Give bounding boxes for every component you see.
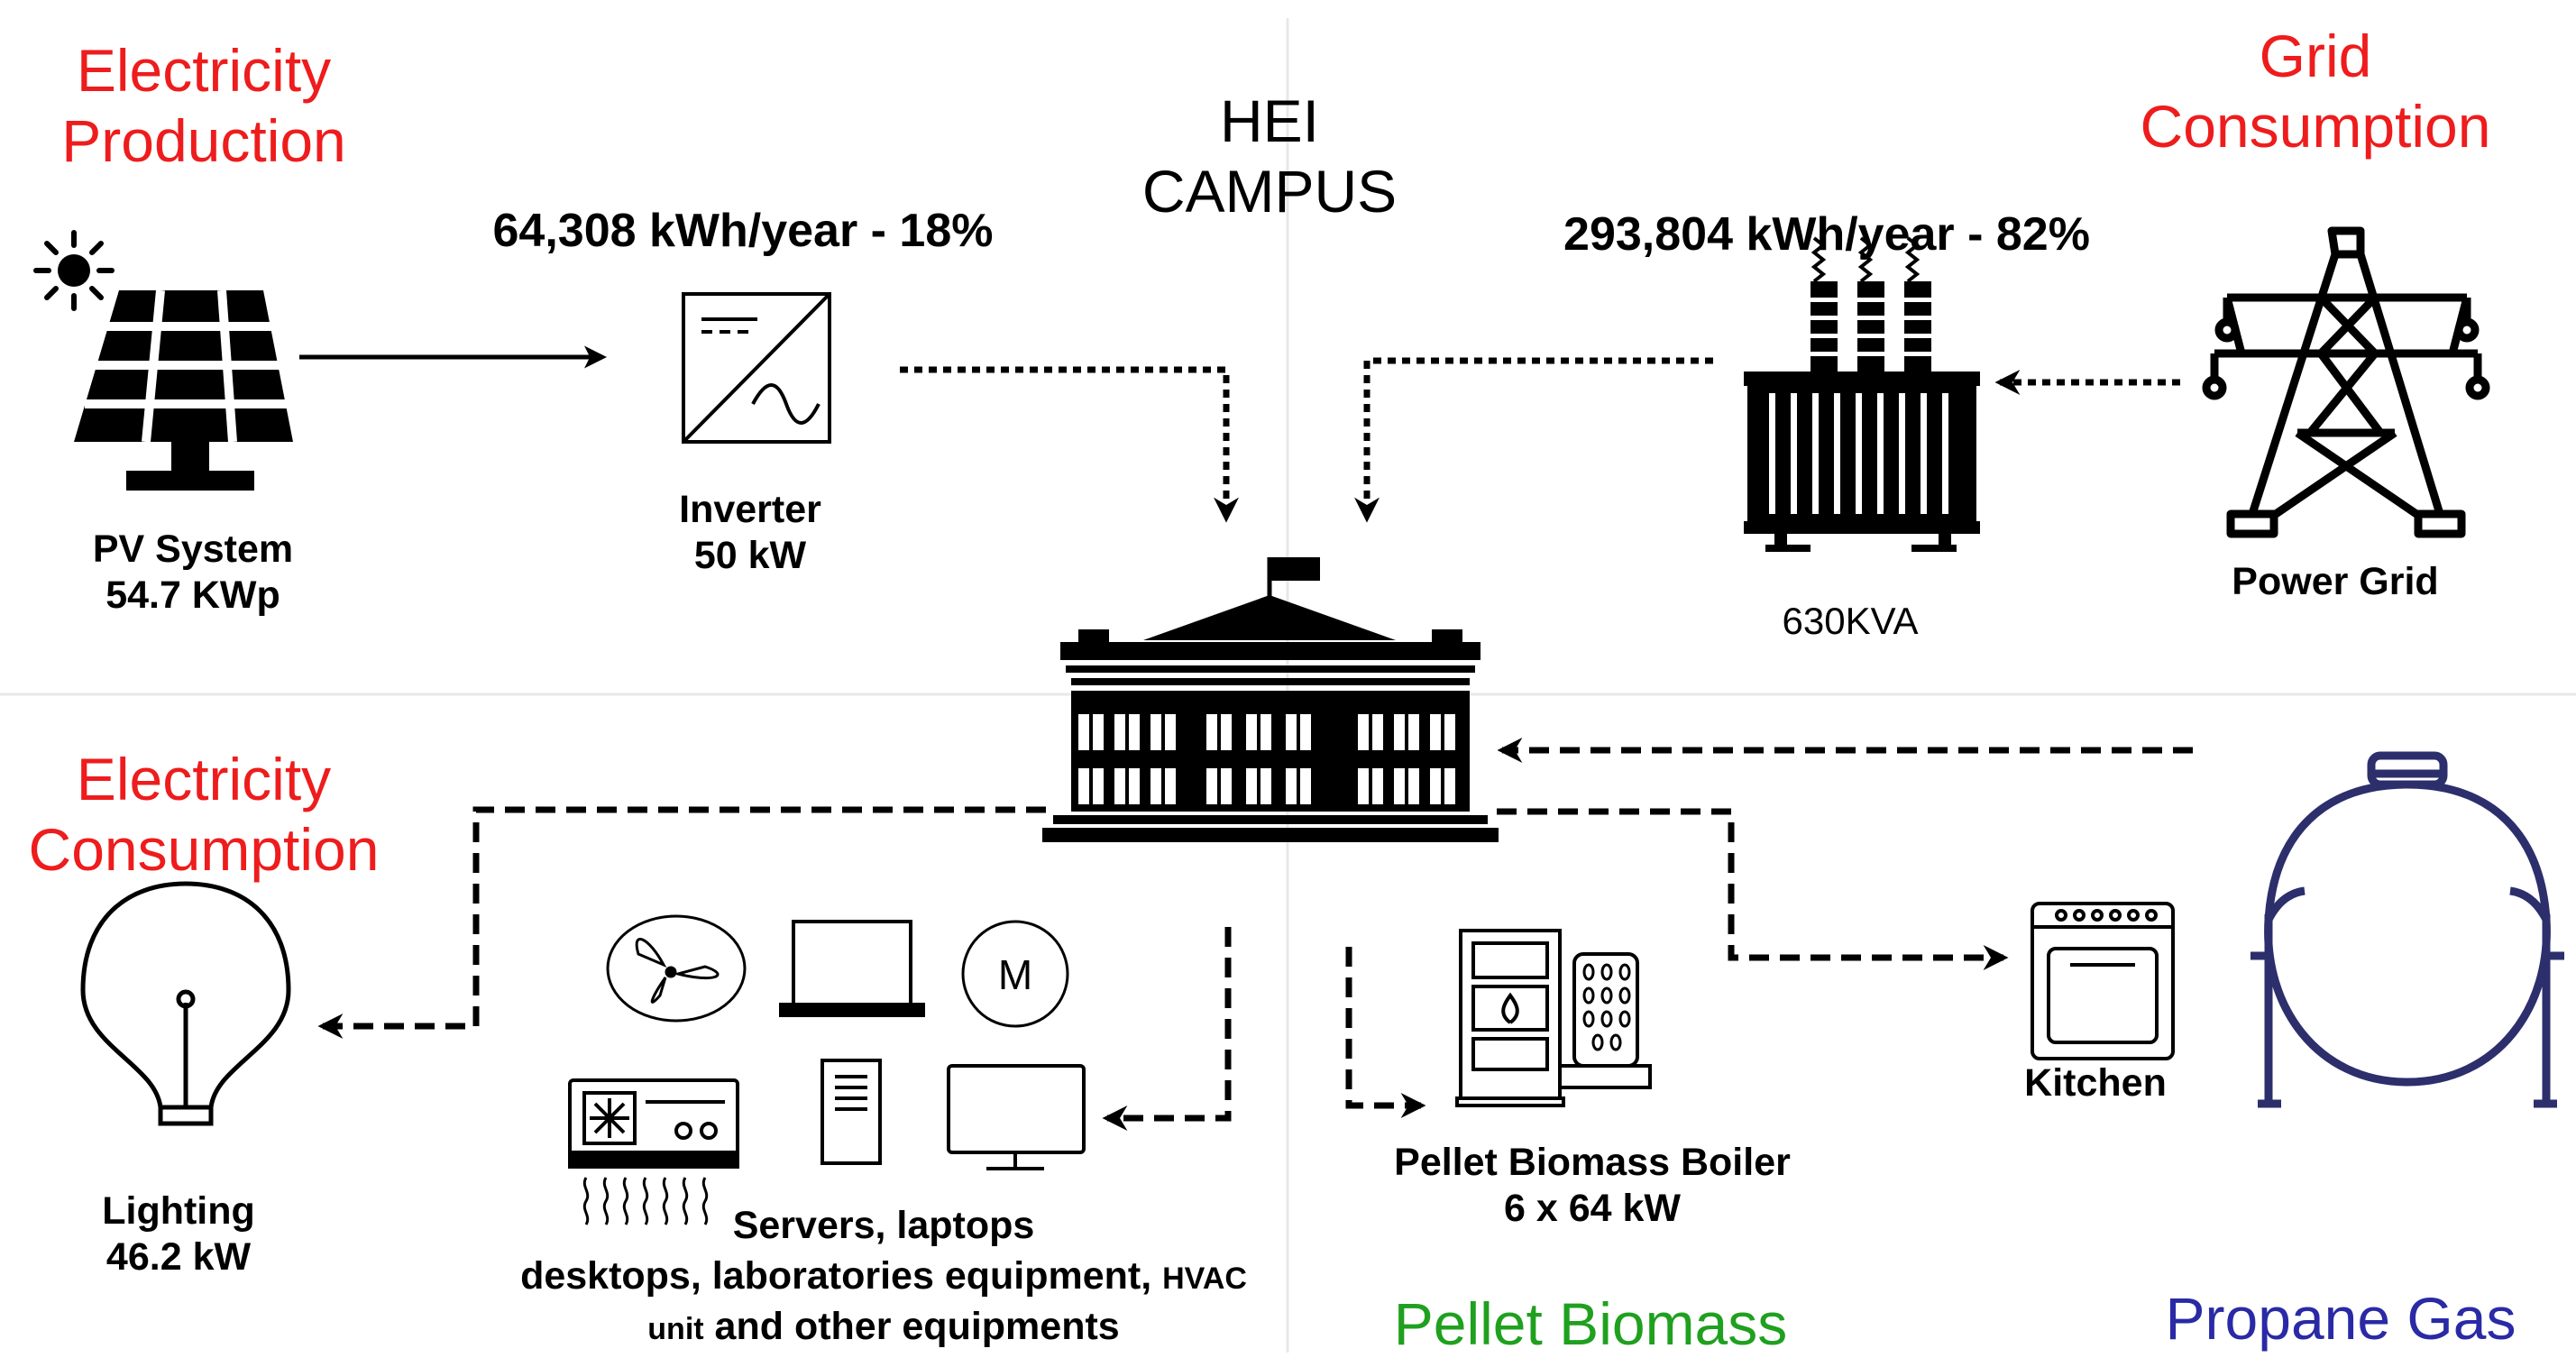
campus-to-kitchen-arrow <box>1497 808 2009 970</box>
grid-energy-share: 293,804 kWh/year - 82% <box>1563 208 2090 261</box>
boiler-label: Pellet Biomass Boiler 6 x 64 kW <box>1394 1140 1791 1231</box>
campus-to-equipment-arrow <box>1102 927 1232 1131</box>
equipment-label-line1: Servers, laptops <box>732 1204 1035 1247</box>
quadrant-title-grid-line1: Grid <box>2259 23 2372 89</box>
equipment-label: Servers, laptops desktops, laboratories … <box>520 1201 1247 1353</box>
campus-to-lighting-arrow <box>317 806 1046 1039</box>
propane-tank-icon <box>2251 751 2564 1108</box>
air-conditioner-icon <box>568 1078 739 1225</box>
power-grid-label: Power Grid <box>2232 560 2439 603</box>
solar-panel-icon <box>74 289 293 491</box>
transmission-tower-icon <box>2202 226 2490 538</box>
pv-system-label: PV System 54.7 KWp <box>93 527 293 618</box>
boiler-label-line2: 6 x 64 kW <box>1503 1186 1681 1230</box>
quadrant-title-propane: Propane Gas <box>2165 1285 2516 1352</box>
equipment-label-line2-main: desktops, laboratories equipment, <box>520 1253 1152 1298</box>
equipment-label-line3-unit: unit <box>647 1311 704 1346</box>
campus-title: HEI CAMPUS <box>1142 87 1397 227</box>
transformer-label: 630KVA <box>1782 600 1919 642</box>
lighting-label: Lighting 46.2 kW <box>102 1188 255 1280</box>
quadrant-title-production: Electricity Production <box>61 36 346 177</box>
transformer-icon <box>1744 236 1980 552</box>
pv-system-label-line2: 54.7 KWp <box>105 573 280 617</box>
quadrant-title-grid-line2: Consumption <box>2140 92 2491 160</box>
inverter-label: Inverter 50 kW <box>679 487 821 578</box>
quadrant-title-production-line2: Production <box>61 106 346 174</box>
inverter-label-line1: Inverter <box>679 488 821 531</box>
inverter-icon <box>682 292 831 444</box>
server-tower-icon <box>820 1059 882 1165</box>
sun-icon <box>33 230 115 311</box>
biomass-boiler-icon <box>1455 929 1652 1107</box>
lighting-label-line2: 46.2 kW <box>105 1234 252 1279</box>
lighting-label-line1: Lighting <box>102 1189 255 1233</box>
motor-letter: M <box>997 951 1033 998</box>
inverter-label-line2: 50 kW <box>693 533 807 577</box>
campus-title-line2: CAMPUS <box>1141 157 1398 225</box>
equipment-label-line3-main: and other equipments <box>714 1304 1120 1348</box>
motor-icon <box>961 920 1069 1028</box>
stove-oven-icon <box>2031 902 2175 1060</box>
equipment-label-line2-hvac: HVAC <box>1162 1261 1247 1296</box>
pv-energy-share: 64,308 kWh/year - 18% <box>492 205 994 257</box>
quadrant-title-grid: Grid Consumption <box>2141 22 2491 162</box>
quadrant-title-biomass: Pellet Biomass <box>1393 1290 1788 1357</box>
light-bulb-icon <box>80 881 291 1126</box>
campus-building-icon <box>1042 557 1499 842</box>
transformer-to-campus-arrow <box>1354 357 1713 523</box>
laptop-icon <box>779 920 925 1017</box>
quadrant-title-consumption-line1: Electricity <box>76 746 332 812</box>
campus-title-line1: HEI <box>1219 87 1320 154</box>
monitor-icon <box>947 1064 1086 1170</box>
kitchen-label: Kitchen <box>2024 1061 2167 1105</box>
equipment-label-line2: desktops, laboratories equipment, HVAC <box>520 1252 1247 1302</box>
quadrant-title-production-line1: Electricity <box>76 37 332 104</box>
campus-to-boiler-arrow <box>1345 947 1426 1118</box>
inverter-to-campus-arrow <box>900 366 1239 523</box>
fan-icon <box>606 914 747 1023</box>
pv-system-label-line1: PV System <box>92 528 294 571</box>
quadrant-title-consumption: Electricity Consumption <box>29 745 380 885</box>
quadrant-title-consumption-line2: Consumption <box>28 815 380 883</box>
equipment-label-line3: unit and other equipments <box>520 1302 1247 1353</box>
boiler-label-line1: Pellet Biomass Boiler <box>1394 1141 1791 1184</box>
